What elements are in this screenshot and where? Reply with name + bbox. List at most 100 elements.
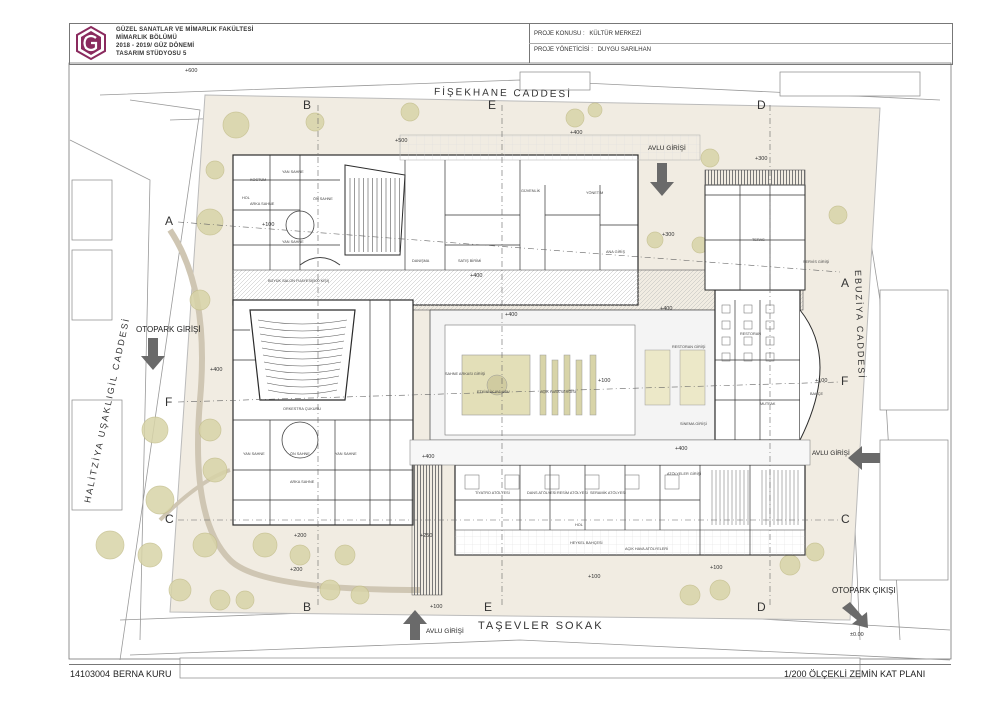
tree-icon — [319, 579, 341, 601]
tree-icon — [252, 532, 278, 558]
title-block — [69, 23, 953, 65]
seat-row — [263, 361, 342, 367]
school-line-4: TASARIM STÜDYOSU 5 — [116, 51, 187, 57]
section-lines — [177, 105, 841, 608]
drawing-title: 1/200 ÖLÇEKLİ ZEMİN KAT PLANI — [784, 669, 926, 679]
room-tiyatro-atolye: TİYATRO ATÖLYESİ — [475, 491, 510, 495]
arrow-up-icon — [403, 610, 427, 640]
room-guvenlik: GÜVENLİK — [521, 189, 541, 193]
tree-icon — [400, 102, 420, 122]
section-mark-a-right: A — [841, 276, 850, 290]
level-400-g: +400 — [675, 446, 688, 452]
tree-icon — [289, 544, 311, 566]
open-air-workshops — [454, 529, 806, 556]
room-yonetim: YÖNETİM — [586, 191, 604, 195]
restaurant-table — [743, 304, 753, 314]
level-100-c: +100 — [815, 378, 828, 384]
tree-icon — [196, 208, 224, 236]
level-000: ±0.00 — [850, 632, 864, 638]
footer-line — [69, 664, 951, 665]
tree-icon — [209, 589, 231, 611]
furniture-table — [504, 474, 520, 490]
furniture-table — [664, 474, 680, 490]
section-mark-e-bottom: E — [484, 600, 493, 614]
neighbour-buildings — [71, 71, 949, 679]
restaurant-table — [743, 320, 753, 330]
tree-icon — [709, 579, 731, 601]
level-300-b: +300 — [662, 232, 675, 238]
seat-row — [257, 319, 348, 325]
room-orkestra-cukuru: ORKESTRA ÇUKURU — [283, 407, 321, 411]
room-sinema-girisi: SİNEMA GİRİŞİ — [680, 422, 707, 426]
student-number: 14103004 — [70, 669, 111, 679]
room-dans-atolye: DANS ATÖLYESİ — [527, 491, 557, 495]
tree-icon — [334, 544, 356, 566]
tree-icon — [235, 590, 255, 610]
section-mark-b-top: B — [303, 98, 312, 112]
south-corridor — [409, 439, 811, 466]
north-plaza — [399, 134, 701, 161]
room-buyuk-salon-fuaye: BÜYÜK SALON FUAYESİ(500 KİŞİ) — [268, 279, 330, 283]
student-name: BERNA KURU — [113, 669, 172, 679]
level-400-c: +400 — [660, 306, 673, 312]
tree-icon — [205, 160, 225, 180]
room-atolyeler-girisi: ATÖLYELER GİRİŞİ — [667, 472, 702, 476]
room-restoran-girisi: RESTORAN GİRİŞİ — [672, 345, 706, 349]
level-400-f: +400 — [422, 454, 435, 460]
project-topic: PROJE KONUSU : KÜLTÜR MERKEZİ — [534, 31, 641, 37]
room-hol-2: HOL — [575, 523, 583, 527]
school-info: GÜZEL SANATLAR VE MİMARLIK FAKÜLTESİ MİM… — [116, 26, 316, 58]
tree-icon — [350, 585, 370, 605]
tree-icon — [646, 231, 664, 249]
arrow-downright-icon — [842, 602, 868, 628]
level-100-f: +100 — [588, 574, 601, 580]
room-kostum: KOSTÜM — [250, 178, 267, 182]
section-mark-c-right: C — [841, 512, 850, 526]
seat-row — [265, 375, 340, 381]
level-400-a: +400 — [570, 130, 583, 136]
project-manager: PROJE YÖNETİCİSİ : DUYGU SARILHAN — [534, 47, 651, 53]
project-manager-value: DUYGU SARILHAN — [597, 47, 651, 53]
level-250: +250 — [420, 533, 433, 539]
tree-icon — [565, 108, 585, 128]
level-500: +500 — [395, 138, 408, 144]
street-south: TAŞEVLER SOKAK — [478, 620, 604, 632]
tree-icon — [779, 554, 801, 576]
restaurant-table — [721, 304, 731, 314]
room-danisma: DANIŞMA — [412, 259, 430, 263]
tree-icon — [828, 205, 848, 225]
entrance-avlu-north: AVLU GİRİŞİ — [648, 145, 686, 152]
logo-seal-icon — [76, 25, 106, 61]
room-bahce: BAHÇE — [810, 392, 824, 396]
room-servis-girisi: SERVİS GİRİŞİ — [803, 260, 830, 264]
seat-row — [259, 333, 346, 339]
project-manager-label: PROJE YÖNETİCİSİ : — [534, 47, 593, 53]
entrance-avlu-east: AVLU GİRİŞİ — [812, 450, 850, 457]
project-topic-value: KÜLTÜR MERKEZİ — [589, 31, 642, 37]
restaurant-table — [721, 320, 731, 330]
room-acik-hava-sergi: AÇIK HAVA SERGİSİ — [540, 390, 576, 394]
building — [232, 134, 821, 596]
section-mark-e-top: E — [488, 98, 497, 112]
school-line-2: MİMARLIK BÖLÜMÜ — [116, 35, 177, 41]
section-mark-d-bottom: D — [757, 600, 766, 614]
tree-icon — [95, 530, 125, 560]
room-resim-atolye: RESİM ATÖLYESİ — [557, 491, 588, 495]
arrow-left-icon — [848, 446, 880, 470]
room-hol-1: HOL — [242, 196, 250, 200]
room-sahne-arkasi: SAHNE ARKASI GİRİŞİ — [445, 372, 486, 376]
tree-icon — [222, 111, 250, 139]
level-400-b: +400 — [470, 273, 483, 279]
level-400-d: +400 — [505, 312, 518, 318]
seat-row — [260, 340, 345, 346]
level-400-e: +400 — [210, 367, 223, 373]
seat-row — [264, 368, 341, 374]
school-line-3: 2018 - 2019/ GÜZ DÖNEMİ — [116, 43, 195, 49]
level-200-a: +200 — [290, 567, 303, 573]
room-mutfak: MUTFAK — [760, 402, 776, 406]
room-heykel-bahcesi: HEYKEL BAHÇESİ — [570, 541, 603, 545]
furniture-table — [624, 474, 640, 490]
entrance-avlu-south: AVLU GİRİŞİ — [426, 628, 464, 635]
level-200-b: +200 — [294, 533, 307, 539]
